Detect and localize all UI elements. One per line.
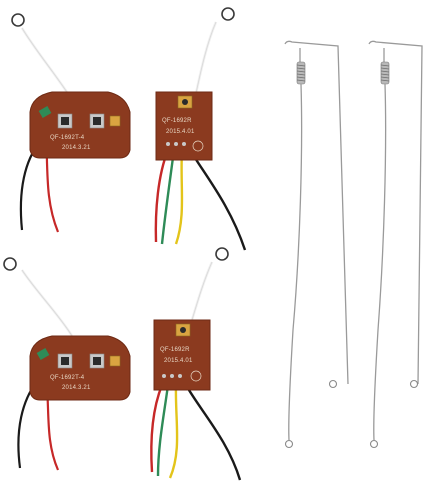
spring-coil-icon: [296, 61, 306, 85]
transmitter-date-label: 2014.3.21: [62, 385, 91, 391]
receiver-green-wire: [156, 384, 170, 477]
antenna-ring-icon: [221, 7, 235, 21]
receiver-date-label: 2015.4.01: [166, 129, 195, 135]
receiver-board-bottom: QF-1692R 2015.4.01: [150, 247, 242, 481]
receiver-model-label: QF-1692R: [160, 347, 190, 353]
receiver-antenna-wire: [193, 21, 218, 99]
receiver-black-wire: [188, 149, 247, 251]
transmitter-date-label: 2014.3.21: [62, 145, 91, 151]
metal-spring-antenna-1: [284, 40, 349, 449]
receiver-date-label: 2015.4.01: [164, 358, 193, 364]
receiver-model-label: QF-1692R: [162, 118, 192, 124]
receiver-red-wire: [154, 149, 170, 243]
receiver-board-top: QF-1692R 2015.4.01: [154, 7, 247, 251]
transmitter-model-label: QF-1692T-4: [50, 135, 85, 141]
antenna-ring-icon: [3, 257, 17, 271]
transmitter-pcb: [29, 335, 131, 401]
metal-spring-antenna-2: [368, 40, 423, 449]
receiver-yellow-wire: [174, 149, 184, 245]
antenna-ring-icon: [215, 247, 229, 261]
spring-coil-icon: [380, 61, 390, 85]
transmitter-model-label: QF-1692T-4: [50, 375, 85, 381]
receiver-red-wire: [150, 384, 164, 473]
transmitter-board-top: QF-1692T-4 2014.3.21: [11, 13, 131, 233]
transmitter-board-bottom: QF-1692T-4 2014.3.21: [3, 257, 131, 471]
receiver-yellow-wire: [168, 384, 179, 479]
antenna-ring-icon: [11, 13, 25, 27]
transmitter-pcb: [29, 91, 131, 159]
receiver-black-wire: [184, 384, 242, 481]
